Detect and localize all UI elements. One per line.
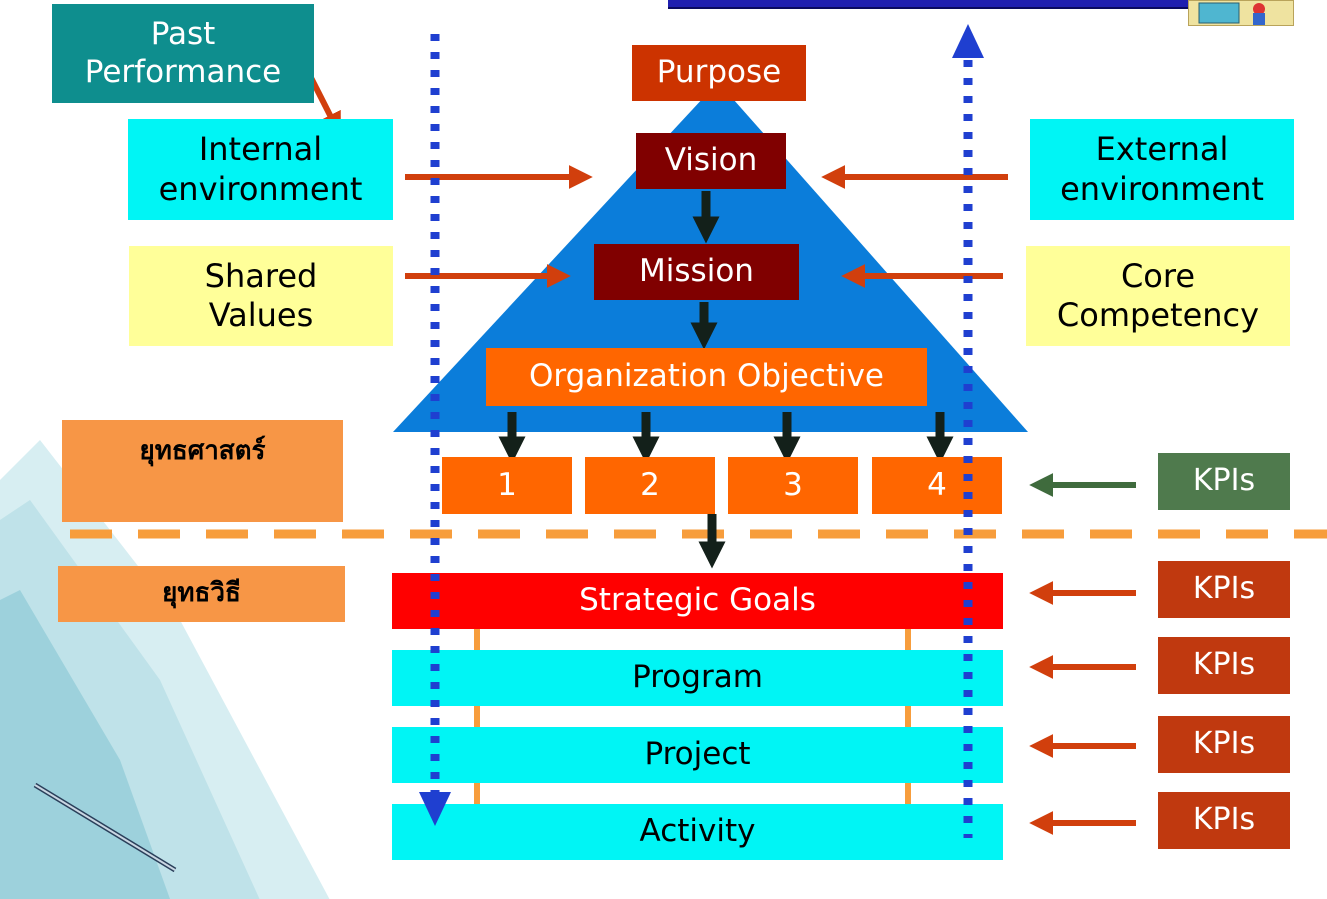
vision-box: Vision (636, 133, 786, 189)
presentation-clipart-icon (1188, 0, 1294, 26)
kpi-strategies: KPIs (1158, 453, 1290, 510)
title-bar (668, 0, 1293, 9)
kpi-strategic-goals: KPIs (1158, 561, 1290, 618)
arrows-orange-cascade (465, 617, 920, 830)
project-row: Project (392, 727, 1003, 783)
external-environment-box: External environment (1030, 119, 1294, 220)
internal-environment-box: Internal environment (128, 119, 393, 220)
strategic-goals-row: Strategic Goals (392, 573, 1003, 629)
strategy-box-1: 1 (442, 457, 572, 514)
strategy-box-3: 3 (728, 457, 858, 514)
kpi-program: KPIs (1158, 637, 1290, 694)
strategy-level-label: ยุทธศาสตร์ (62, 420, 343, 522)
activity-row: Activity (392, 804, 1003, 860)
tactic-level-label: ยุทธวิธี (58, 566, 345, 622)
past-performance-box: Past Performance (52, 4, 314, 103)
core-competency-box: Core Competency (1026, 246, 1290, 346)
organization-objective-box: Organization Objective (486, 348, 927, 406)
strategy-box-4: 4 (872, 457, 1002, 514)
purpose-box: Purpose (632, 45, 806, 101)
shared-values-box: Shared Values (129, 246, 393, 346)
kpi-activity: KPIs (1158, 792, 1290, 849)
strategy-box-2: 2 (585, 457, 715, 514)
arrows-objective-to-strategies (498, 412, 954, 464)
mission-box: Mission (594, 244, 799, 300)
arrows-kpi-red (1029, 581, 1136, 835)
program-row: Program (392, 650, 1003, 706)
kpi-project: KPIs (1158, 716, 1290, 773)
